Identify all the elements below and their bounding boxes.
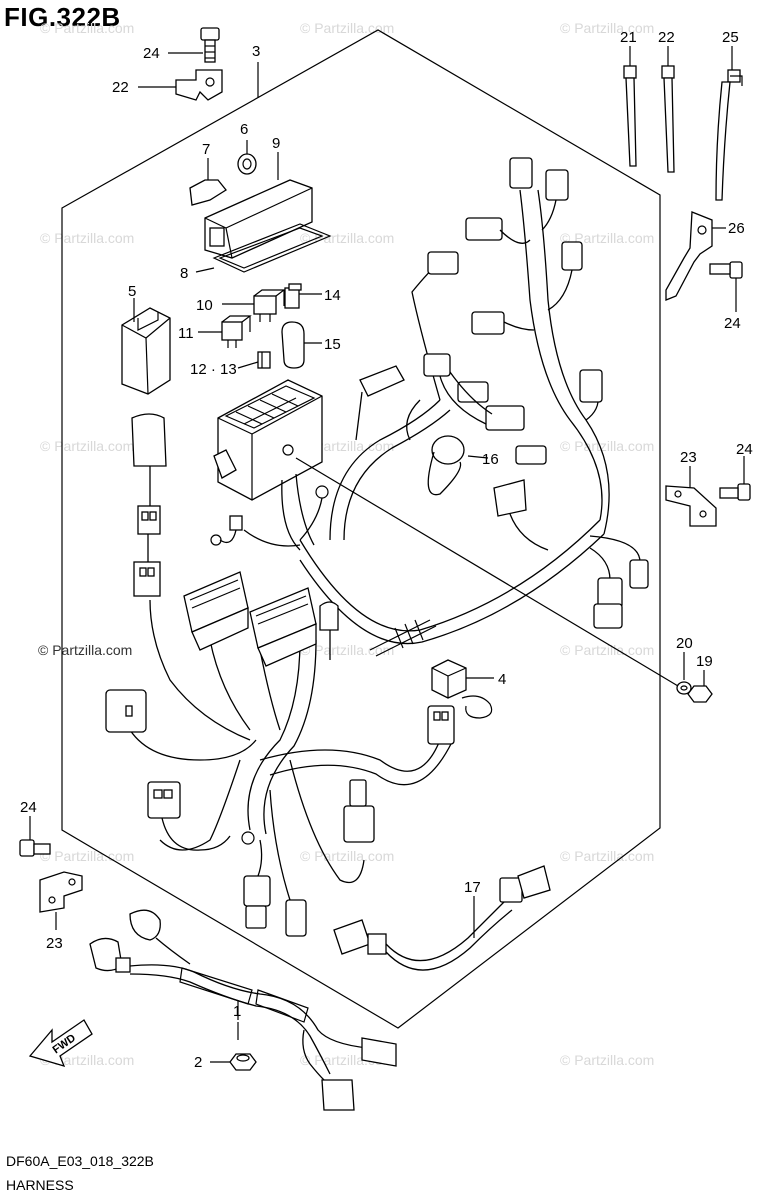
callout-1: 1 <box>233 1003 241 1020</box>
leader-dashed <box>295 457 679 687</box>
callout-7: 7 <box>202 141 210 158</box>
harness-1 <box>89 909 397 1111</box>
callout-20: 21 <box>620 29 637 46</box>
callout-4: 4 <box>498 671 506 688</box>
figure-code: DF60A_E03_018_322B <box>6 1153 154 1169</box>
cable-tie-20 <box>623 65 637 167</box>
watermark: © Partzilla.com <box>560 20 655 36</box>
callout-23-right: 23 <box>680 449 697 466</box>
callout-24-right: 24 <box>736 441 753 458</box>
watermark: © Partzilla.com <box>40 848 135 864</box>
relay-11 <box>221 315 252 348</box>
ground-terminals <box>210 485 329 845</box>
callout-24-left: 24 <box>20 799 37 816</box>
bolt-24-right-upper <box>709 261 743 279</box>
assembly-outline <box>61 29 661 1029</box>
ecu-connector-left <box>183 571 249 651</box>
callout-6: 6 <box>240 121 248 138</box>
watermark: © Partzilla.com <box>300 642 395 658</box>
fuse-cap-15 <box>281 321 305 369</box>
fuse-box-main <box>213 379 323 501</box>
callout-24: 24 <box>143 45 160 62</box>
callout-3: 3 <box>252 43 260 60</box>
watermark: © Partzilla.com <box>300 848 395 864</box>
callout-10: 10 <box>196 297 213 314</box>
grommet-6 <box>237 153 257 175</box>
figure-name: HARNESS <box>6 1177 74 1193</box>
connectors-right-lower <box>589 535 649 629</box>
watermark: © Partzilla.com <box>40 230 135 246</box>
fuse-14 <box>284 283 302 309</box>
bolt-24-left <box>19 839 51 857</box>
fwd-arrow: FWD <box>28 1019 93 1068</box>
connectors-right-top <box>427 157 603 403</box>
clip-7 <box>189 179 227 206</box>
washer-19 <box>676 681 692 695</box>
connectors-center <box>355 353 549 551</box>
nut-2 <box>229 1053 257 1071</box>
callout-24-right-upper: 24 <box>724 315 741 332</box>
callout-22: 22 <box>112 79 129 96</box>
cable-tie-25 <box>715 69 743 201</box>
watermark: © Partzilla.com <box>560 230 655 246</box>
callout-5: 5 <box>128 283 136 300</box>
bracket-23-left <box>39 871 83 913</box>
callout-19: 20 <box>676 635 693 652</box>
gasket-8 <box>212 223 332 273</box>
sub-harness-17 <box>333 865 551 971</box>
callout-25: 25 <box>722 29 739 46</box>
callout-9: 9 <box>272 135 280 152</box>
watermark: © Partzilla.com <box>560 438 655 454</box>
callout-14: 14 <box>324 287 341 304</box>
ecu-connector-right <box>249 587 317 667</box>
watermark: © Partzilla.com <box>560 642 655 658</box>
small-connector-center <box>319 601 339 660</box>
callout-26: 26 <box>728 220 745 237</box>
bracket-23-right <box>665 485 717 527</box>
callout-8: 8 <box>180 265 188 282</box>
nut-18 <box>687 685 713 703</box>
callout-2: 2 <box>194 1054 202 1071</box>
fuse-box-cover-9 <box>204 179 313 259</box>
connectors-lower <box>105 689 375 937</box>
callout-12-13: 12 · 13 <box>190 361 237 378</box>
figure-title: FIG.322B <box>4 2 121 32</box>
connector-left-upper <box>131 413 167 597</box>
relay-10 <box>253 289 286 322</box>
callout-21: 22 <box>658 29 675 46</box>
bolt-24-top <box>200 27 220 63</box>
bracket-22 <box>175 69 223 101</box>
watermark: © Partzilla.com <box>300 438 395 454</box>
connector-lower-right <box>427 705 455 745</box>
watermark: © Partzilla.com <box>560 1052 655 1068</box>
watermark: © Partzilla.com <box>560 848 655 864</box>
bolt-24-right <box>719 483 751 501</box>
mini-fuse-12-13 <box>257 351 271 369</box>
callout-16: 16 <box>482 451 499 468</box>
bracket-26 <box>665 211 713 301</box>
cable-tie-21 <box>661 65 675 173</box>
watermark: © Partzilla.com <box>40 438 135 454</box>
watermark: © Partzilla.com <box>300 20 395 36</box>
watermark: © Partzilla.com <box>40 20 135 36</box>
callout-11: 11 <box>178 325 194 342</box>
callout-15: 15 <box>324 336 341 353</box>
callout-17: 17 <box>464 879 481 896</box>
relay-holder-5 <box>121 307 171 395</box>
callout-23-left: 23 <box>46 935 63 952</box>
relay-4 <box>431 659 493 719</box>
callout-18: 19 <box>696 653 713 670</box>
